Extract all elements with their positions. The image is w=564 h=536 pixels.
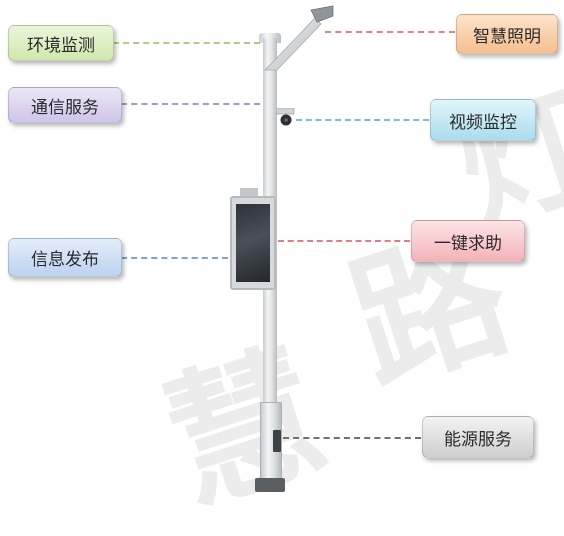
display-mount	[240, 188, 258, 196]
display-panel	[230, 196, 276, 290]
label-smart-lighting: 智慧照明	[456, 14, 558, 54]
display-screen	[236, 204, 270, 282]
label-communication-service: 通信服务	[8, 87, 122, 123]
pole-foot	[255, 478, 285, 492]
label-one-click-help: 一键求助	[411, 220, 525, 262]
leader-line-lighting	[325, 31, 455, 33]
leader-line-video	[296, 119, 429, 121]
leader-line-information	[121, 257, 228, 259]
lamp-arm	[264, 5, 334, 71]
label-video-surveillance: 视频监控	[430, 99, 536, 141]
label-energy-service: 能源服务	[422, 416, 534, 458]
leader-line-environment	[113, 42, 260, 44]
smart-pole-diagram: 慧 路 灯 环境监测 通信服务 信息发布 智慧照明 视频监控 一键求助 能源	[8, 5, 564, 536]
camera-icon	[276, 108, 295, 126]
leader-line-communication	[121, 103, 260, 105]
watermark-char: 慧	[146, 324, 344, 536]
leader-line-energy	[283, 437, 421, 439]
label-information-release: 信息发布	[8, 238, 122, 277]
label-environment-monitoring: 环境监测	[8, 25, 114, 61]
lamp-head	[310, 5, 334, 23]
charging-panel	[273, 430, 281, 452]
leader-line-help	[278, 240, 410, 242]
